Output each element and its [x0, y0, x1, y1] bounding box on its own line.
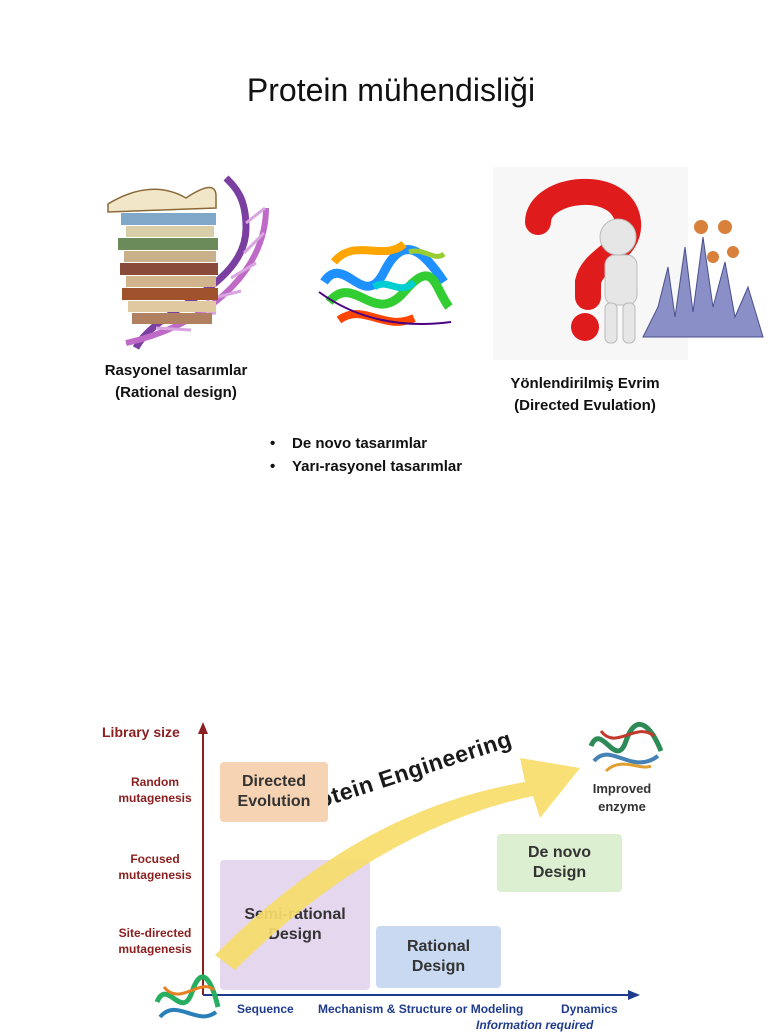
improved-line2: enzyme: [598, 799, 646, 814]
rational-box-line2: Design: [411, 958, 466, 975]
x-label-mechanism: Mechanism & Structure or Modeling: [318, 1002, 524, 1016]
bullet-text-de-novo: De novo tasarımlar: [292, 435, 428, 452]
rational-design-caption: Rasyonel tasarımlar (Rational design): [86, 360, 266, 404]
y-level-site-line2: mutagenesis: [118, 942, 192, 956]
y-level-site-directed: Site-directed mutagenesis: [100, 925, 210, 957]
improved-line1: Improved: [592, 781, 652, 796]
bullet-text-semi-rational: Yarı-rasyonel tasarımlar: [292, 458, 463, 475]
rational-box-line1: Rational: [406, 938, 471, 955]
y-level-focused-line1: Focused: [130, 852, 180, 866]
directed-evolution-line1: Directed: [241, 773, 306, 790]
thinking-figure-icon: [599, 218, 638, 344]
improved-enzyme-label: Improved enzyme: [572, 780, 672, 816]
protein-engineering-arrow: [215, 758, 580, 970]
y-level-focused: Focused mutagenesis: [100, 851, 210, 883]
rational-caption-line2: (Rational design): [115, 384, 237, 401]
directed-caption-line1: Yönlendirilmiş Evrim: [510, 375, 660, 392]
starting-protein-icon: [154, 974, 221, 1019]
improved-enzyme-icon: [588, 722, 664, 773]
y-axis-label: Library size: [102, 724, 180, 740]
book-stack-icon: [107, 186, 218, 324]
de-novo-line2: Design: [532, 864, 587, 881]
spectrum-plot-icon: [642, 220, 764, 338]
bullet-item: •Yarı-rasyonel tasarımlar: [270, 455, 462, 478]
directed-evolution-caption: Yönlendirilmiş Evrim (Directed Evulation…: [490, 373, 680, 417]
de-novo-line1: De novo: [527, 844, 592, 861]
y-level-random-line1: Random: [131, 775, 179, 789]
question-mark-illustration: [493, 167, 764, 360]
bullet-item: •De novo tasarımlar: [270, 432, 462, 455]
protein-structure-image: [318, 240, 453, 326]
x-label-dynamics: Dynamics: [561, 1002, 618, 1016]
protein-engineering-diagram: Library size Random mutagenesis Focused …: [0, 700, 768, 1032]
y-level-random: Random mutagenesis: [100, 774, 210, 806]
books-dna-illustration: [107, 175, 269, 350]
rational-caption-line1: Rasyonel tasarımlar: [104, 362, 248, 379]
x-label-sequence: Sequence: [237, 1002, 294, 1016]
y-level-site-line1: Site-directed: [118, 926, 192, 940]
slide-title: Protein mühendisliği: [246, 72, 536, 108]
directed-caption-line2: (Directed Evulation): [514, 397, 656, 414]
y-level-focused-line2: mutagenesis: [118, 868, 192, 882]
directed-evolution-line2: Evolution: [237, 793, 311, 810]
diagram-axes: [198, 722, 640, 1000]
semi-rational-design-box: Semi-rationalDesign: [220, 860, 370, 990]
bullet-list: •De novo tasarımlar •Yarı-rasyonel tasar…: [270, 432, 462, 478]
y-level-random-line2: mutagenesis: [118, 791, 192, 805]
semi-rational-line2: Design: [268, 926, 322, 943]
x-axis-sub-label: Information required: [476, 1018, 594, 1032]
